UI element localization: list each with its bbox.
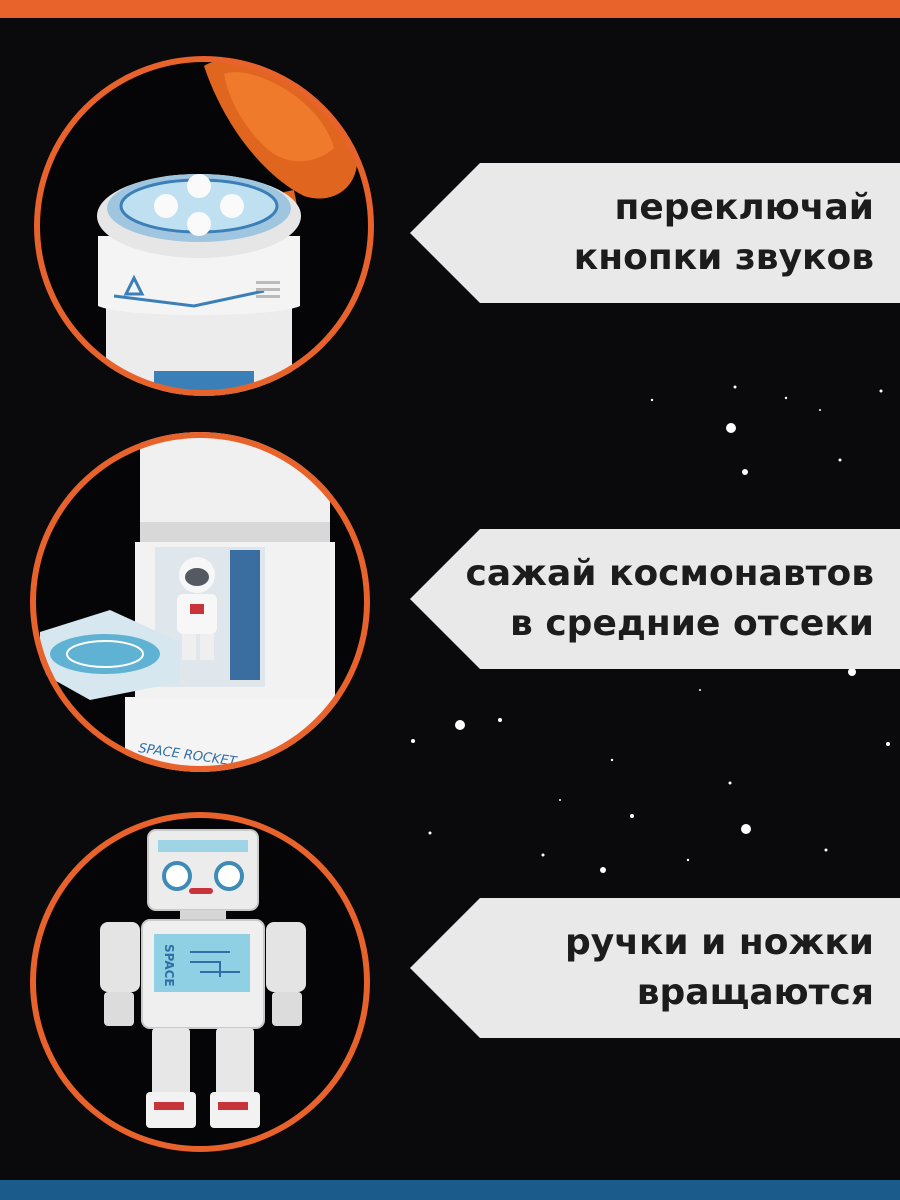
feature-text-line-2: кнопки звуков (573, 237, 874, 278)
banner-arrow-shape (410, 898, 900, 1038)
banner-arrow-shape (410, 163, 900, 303)
feature-text-line-2: в средние отсеки (510, 603, 874, 644)
feature-text-line-1: ручки и ножки (565, 922, 874, 963)
feature-text-line-2: вращаются (636, 972, 874, 1013)
feature-banner-astronauts: сажай космонавтов в средние отсеки (410, 529, 900, 669)
photo-rocket-top (34, 56, 374, 396)
robot-illustration: SPACE (30, 812, 370, 1152)
bottom-accent-bar (0, 1180, 900, 1200)
feature-banner-sound-buttons: переключай кнопки звуков (410, 163, 900, 303)
robot-chest-label: SPACE (162, 944, 176, 987)
top-accent-bar (0, 0, 900, 18)
banner-arrow-shape (410, 529, 900, 669)
feature-banner-rotating-limbs: ручки и ножки вращаются (410, 898, 900, 1038)
rocket-compartment-illustration: SPACE ROCKET (30, 432, 370, 772)
photo-rocket-compartment: SPACE ROCKET (30, 432, 370, 772)
rocket-top-illustration (34, 56, 374, 396)
photo-robot-figure: SPACE (30, 812, 370, 1152)
feature-text-line-1: сажай космонавтов (465, 553, 875, 594)
feature-text-line-1: переключай (614, 187, 874, 228)
